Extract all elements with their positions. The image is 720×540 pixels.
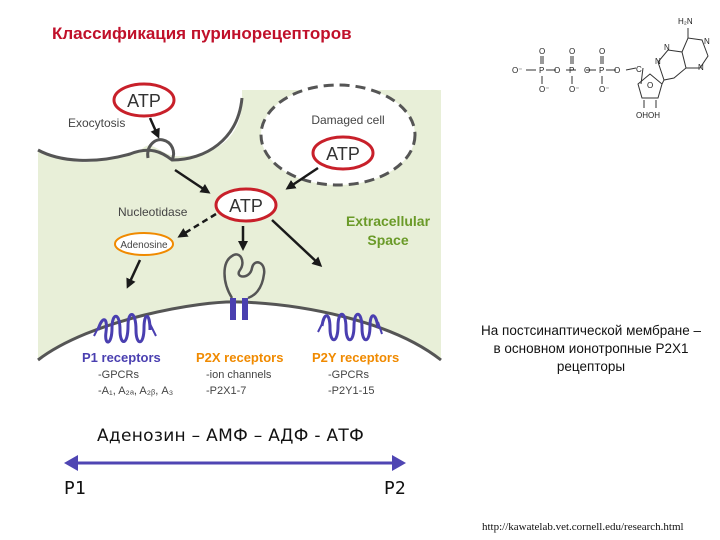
struct-o-link-1: O (554, 66, 560, 75)
adenosine-label: Adenosine (120, 240, 168, 251)
struct-n-4: N (704, 37, 710, 46)
atp-oval-top (112, 82, 176, 118)
p2y-line2: -P2Y1-15 (328, 385, 374, 397)
damaged-cell (259, 83, 417, 187)
arrow-atp-to-p2y (271, 219, 323, 268)
struct-o-bottom-1: O⁻ (539, 85, 549, 94)
arrow-adenosine-to-p1 (126, 259, 142, 289)
atp-label-center: ATP (229, 196, 263, 216)
extracellular-label: Extracellular (346, 213, 431, 229)
slide-title: Классификация пуринорецепторов (52, 24, 352, 43)
struct-o-link-3: O (614, 66, 620, 75)
struct-o-link-2: O (584, 66, 590, 75)
arrow-atp-to-adenosine (177, 212, 217, 238)
struct-o-bottom-2: O⁻ (569, 85, 579, 94)
struct-o-terminal: O⁻ (512, 66, 522, 75)
struct-ohoh: OHOH (636, 111, 660, 120)
p2x-receptor (223, 253, 266, 320)
p1-line1: -GPCRs (98, 369, 139, 381)
struct-c: C (636, 65, 642, 74)
p1-title: P1 receptors (82, 350, 161, 365)
atp-label-top: ATP (127, 91, 161, 111)
p1-label: P1 (64, 478, 86, 499)
p1-line2: -A₁, A₂ₐ, A₂ᵦ, A₃ (98, 385, 173, 397)
adenosine-oval (114, 232, 174, 256)
struct-o-top-3: O (599, 47, 605, 56)
damaged-cell-label: Damaged cell (311, 113, 384, 127)
space-label: Space (367, 232, 408, 248)
exocytosis-vesicle (146, 138, 176, 161)
source-url: http://kawatelab.vet.cornell.edu/researc… (482, 521, 684, 533)
arrow-damaged-to-atp (285, 166, 319, 190)
p2y-title: P2Y receptors (312, 350, 399, 365)
exocytosis-label: Exocytosis (68, 116, 125, 130)
struct-o-bottom-3: O⁻ (599, 85, 609, 94)
p2y-receptor (317, 312, 383, 342)
struct-o-top-2: O (569, 47, 575, 56)
p1-receptor (93, 313, 157, 344)
note-text: На постсинаптической мембране – в основн… (481, 323, 701, 374)
struct-o-top-1: O (539, 47, 545, 56)
atp-oval-center (214, 187, 278, 223)
struct-n-2: N (664, 43, 670, 52)
struct-p-3: P (599, 66, 604, 75)
p1-p2-double-arrow (64, 455, 406, 471)
nucleotidase-label: Nucleotidase (118, 205, 188, 219)
p2y-line1: -GPCRs (328, 369, 369, 381)
struct-o-ring: O (647, 81, 653, 90)
p2x-title: P2X receptors (196, 350, 283, 365)
p2-label: P2 (384, 478, 406, 499)
conversion-chain: Аденозин – АМФ – АДФ - АТФ (97, 426, 365, 446)
atp-oval-damaged (311, 135, 375, 171)
postsynaptic-cell (38, 301, 441, 405)
struct-p-2: P (569, 66, 574, 75)
arrow-atp-to-exocytosis (148, 117, 160, 139)
presynaptic-cell (38, 90, 242, 163)
atp-structure: O⁻ O P O⁻ O O P O⁻ O O P O⁻ O C O OHOH N… (512, 17, 710, 120)
atp-label-damaged: ATP (326, 144, 360, 164)
struct-amine: H₂N (678, 17, 693, 26)
p2x-line1: -ion channels (206, 369, 272, 381)
struct-n-3: N (698, 63, 704, 72)
struct-n-1: N (655, 57, 661, 66)
struct-p-1: P (539, 66, 544, 75)
p2x-line2: -P2X1-7 (206, 385, 246, 397)
presynaptic-membrane (37, 97, 244, 162)
arrow-exocytosis-to-atp (174, 168, 211, 194)
